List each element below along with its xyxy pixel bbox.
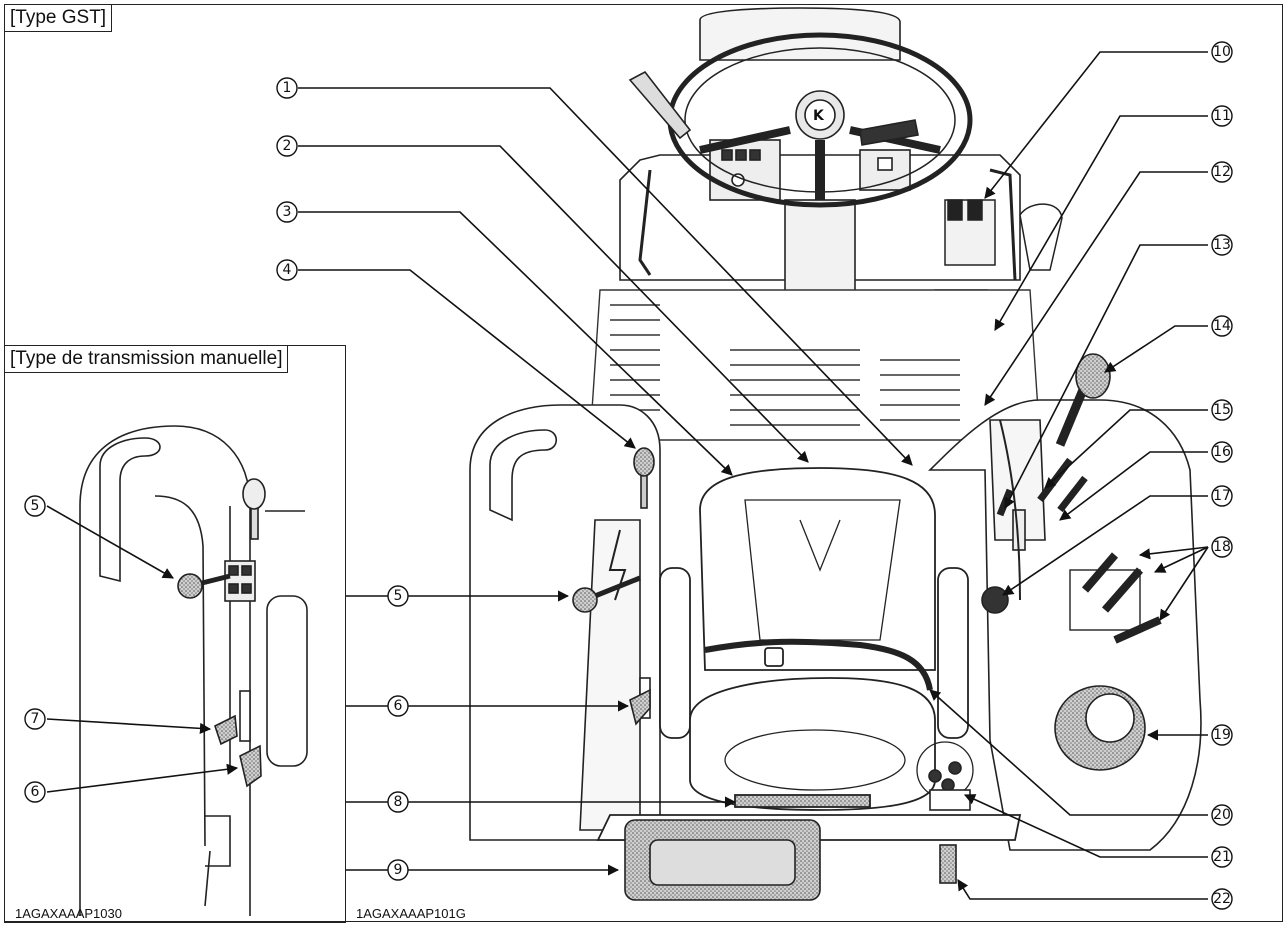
inset-figure-code: 1AGAXAAAP1030 [15,906,122,921]
callout-9: 9 [394,862,403,878]
callout-5: 5 [394,588,403,604]
main-title: [Type GST] [4,4,113,32]
switch-cluster [916,741,974,884]
callout-21: 21 [1213,849,1231,865]
callout-2: 2 [283,138,292,154]
callout-numbers: 1 2 3 4 5 6 8 9 10 11 12 13 14 15 16 17 … [283,44,1231,907]
callout-19: 19 [1213,727,1231,743]
callout-12: 12 [1213,164,1231,180]
right-console [928,353,1202,851]
leader-lines [298,51,1209,900]
inset-callout-5: 5 [31,498,40,514]
callout-4: 4 [283,262,292,278]
callout-13: 13 [1213,237,1231,253]
callout-20: 20 [1213,807,1231,823]
inset-drawing: 5 7 6 [24,425,308,916]
manual-transmission-inset: 5 7 6 [Type de transmission manuelle] 1A… [4,345,346,923]
callout-3: 3 [283,204,292,220]
callout-22: 22 [1213,891,1231,907]
callout-8: 8 [394,794,403,810]
hood-and-dash: K [619,7,1021,331]
svg-text:K: K [813,108,825,124]
callout-14: 14 [1213,318,1231,334]
seat [596,467,1022,841]
left-fender [469,404,661,841]
callout-1: 1 [283,80,292,96]
callout-10: 10 [1213,44,1231,60]
callout-16: 16 [1213,444,1231,460]
callout-17: 17 [1213,488,1231,504]
tool-box [624,819,821,901]
callout-11: 11 [1213,108,1231,124]
inset-callout-6: 6 [31,784,40,800]
callout-18: 18 [1213,539,1231,555]
inset-callout-7: 7 [31,711,40,727]
inset-title: [Type de transmission manuelle] [4,345,289,373]
callout-markers [276,41,1233,910]
callout-6: 6 [394,698,403,714]
callout-15: 15 [1213,402,1231,418]
main-figure-code: 1AGAXAAAP101G [356,906,466,921]
